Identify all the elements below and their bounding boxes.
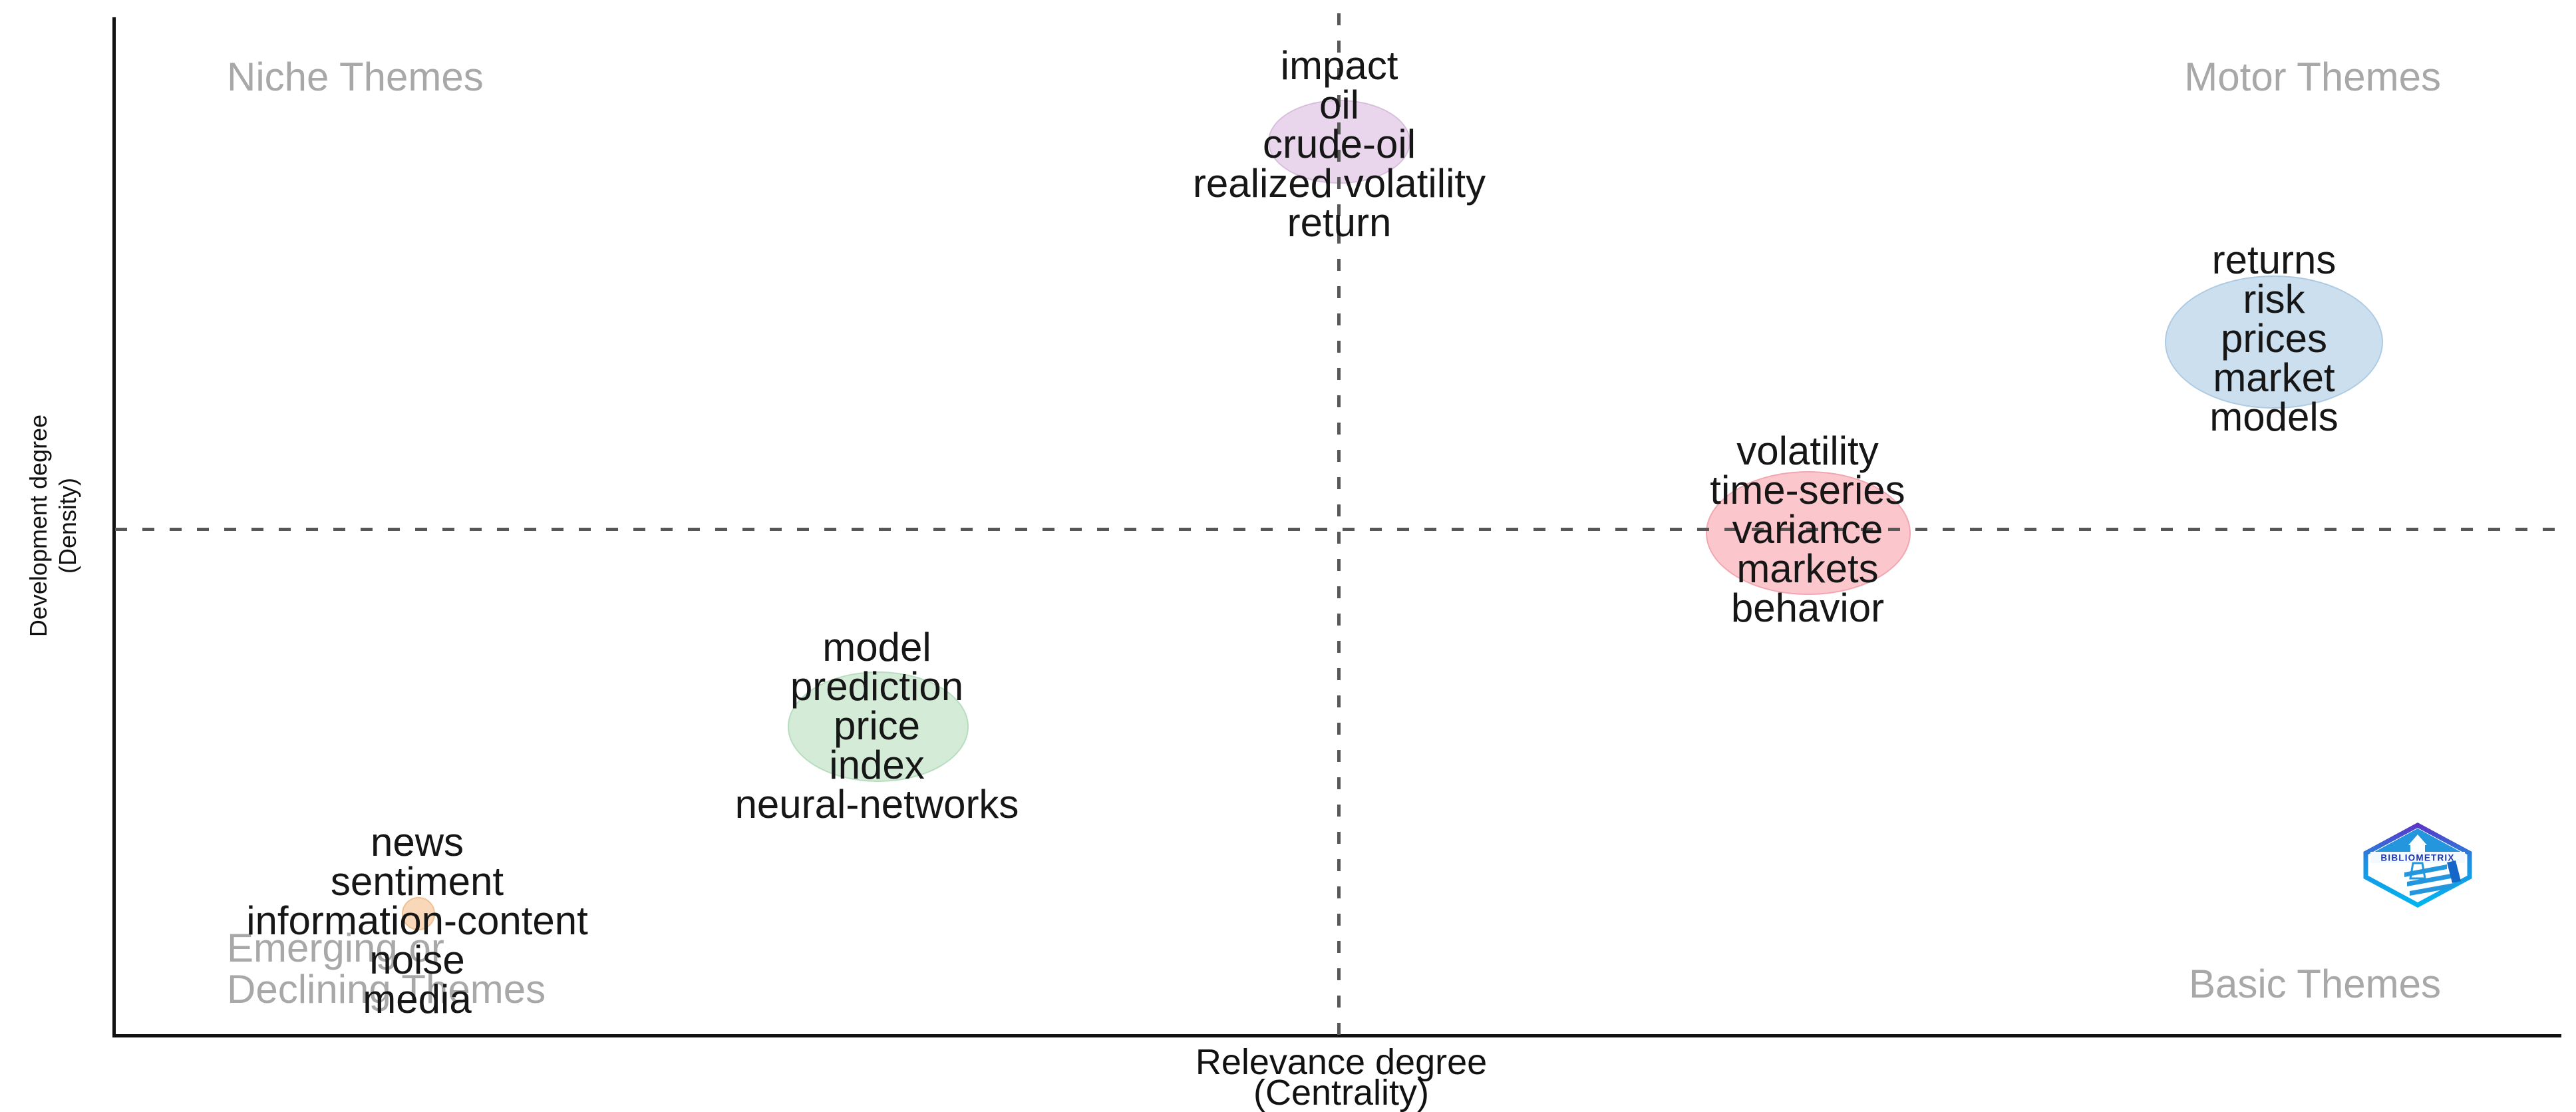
quadrant-label-emerging-line1: Emerging or <box>227 926 444 970</box>
quadrant-label-motor-themes: Motor Themes <box>2184 55 2441 99</box>
cluster-word: realized volatility <box>1192 161 1486 206</box>
cluster-word: markets <box>1736 546 1879 591</box>
cluster-word: impact <box>1280 43 1398 88</box>
cluster-word: noise <box>369 938 465 982</box>
quadrant-label-basic-themes: Basic Themes <box>2188 962 2441 1006</box>
quadrant-label-niche-themes: Niche Themes <box>227 55 484 99</box>
cluster-word: behavior <box>1730 586 1885 630</box>
quadrant-label-emerging-declining-themes: Emerging or Declining Themes <box>227 928 546 1010</box>
x-axis-title-line1: Relevance degree <box>1195 1042 1488 1082</box>
x-axis-title-line2: (Centrality) <box>1253 1073 1430 1112</box>
cluster-word: risk <box>2243 277 2305 321</box>
cluster-word: sentiment <box>330 859 504 904</box>
logo-stripe-2 <box>2407 874 2451 886</box>
y-axis-title-line2: (Density) <box>54 477 81 574</box>
cluster-word: index <box>829 743 925 787</box>
cluster-word: market <box>2213 355 2335 400</box>
y-axis-title: Development degree (Density) <box>24 359 85 692</box>
cluster-word: return <box>1287 200 1392 245</box>
y-axis-title-line1: Development degree <box>25 414 52 638</box>
cluster-word: returns <box>2211 238 2336 282</box>
logo-stripe-3 <box>2410 883 2454 896</box>
x-axis-line <box>112 1034 2561 1037</box>
x-axis-title: Relevance degree (Centrality) <box>1108 1042 1574 1112</box>
cluster-word: price <box>833 703 921 748</box>
logo-band <box>2370 852 2465 863</box>
logo-stripe-accent <box>2447 860 2461 883</box>
bibliometrix-logo: BIBLIOMETRIX <box>2363 823 2472 908</box>
cluster-word: variance <box>1732 507 1883 552</box>
lighthouse-dome <box>2408 834 2427 845</box>
quadrant-label-emerging-line2: Declining Themes <box>227 967 546 1012</box>
lighthouse-lantern <box>2410 844 2425 852</box>
cluster-word: model <box>822 625 931 669</box>
cluster-word: media <box>363 977 472 1021</box>
logo-stripe-1 <box>2404 864 2447 877</box>
cluster-word: prices <box>2220 316 2328 361</box>
vertical-divider-dashed-line <box>1337 13 1341 1035</box>
cluster-word: prediction <box>790 664 964 709</box>
cluster-bubble-risk <box>2165 276 2383 409</box>
logo-text: BIBLIOMETRIX <box>2380 853 2454 863</box>
cluster-word: volatility <box>1736 429 1879 473</box>
cluster-word: information-content <box>246 898 588 943</box>
cluster-word: neural-networks <box>734 782 1019 827</box>
cluster-word: crude-oil <box>1262 122 1416 166</box>
y-axis-line <box>112 17 116 1037</box>
cluster-bubble-price <box>788 671 969 782</box>
cluster-word: time-series <box>1710 468 1905 512</box>
cluster-word: news <box>370 820 464 864</box>
horizontal-divider-dashed-line <box>115 528 2570 531</box>
cluster-word: models <box>2209 395 2338 439</box>
cluster-word: oil <box>1319 83 1360 127</box>
cluster-bubble-news <box>402 897 435 930</box>
cluster-bubble-volatility <box>1706 471 1911 595</box>
